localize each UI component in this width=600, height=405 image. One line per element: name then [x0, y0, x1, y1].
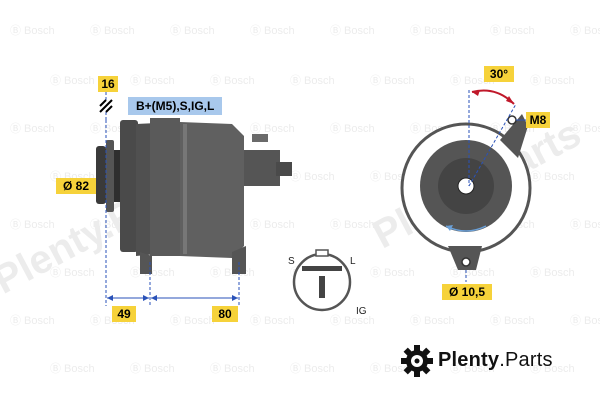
watermark-bosch: Ⓑ Bosch [570, 122, 600, 135]
watermark-bosch: Ⓑ Bosch [530, 362, 575, 375]
brand-name-rest: .Parts [499, 349, 553, 371]
terminal-l-label: L [350, 256, 356, 267]
watermark-bosch: Ⓑ Bosch [50, 74, 95, 87]
pin-ig [319, 276, 325, 298]
watermark-bosch: Ⓑ Bosch [490, 314, 535, 327]
watermark-bosch: Ⓑ Bosch [530, 74, 575, 87]
connector-pin-diagram [292, 249, 352, 312]
watermark-bosch: Ⓑ Bosch [170, 24, 215, 37]
watermark-bosch: Ⓑ Bosch [10, 122, 55, 135]
brand-name: Plenty.Parts [438, 349, 553, 372]
watermark-bosch: Ⓑ Bosch [370, 74, 415, 87]
dim-body-label: 80 [212, 306, 238, 322]
stator [150, 118, 180, 256]
pulley-diameter-label: Ø 82 [56, 178, 96, 194]
angle-line [468, 103, 517, 187]
watermark-bosch: Ⓑ Bosch [410, 314, 455, 327]
watermark-bosch: Ⓑ Bosch [250, 218, 295, 231]
watermark-bosch: Ⓑ Bosch [130, 362, 175, 375]
mount-thread-label: M8 [526, 112, 550, 128]
watermark-bosch: Ⓑ Bosch [370, 362, 415, 375]
pulley-front [96, 146, 106, 204]
mount-foot-front [140, 252, 152, 274]
angle-arrowhead [506, 96, 514, 104]
watermark-bosch: Ⓑ Bosch [290, 74, 335, 87]
terminal-block [244, 150, 280, 186]
pulley-groove [106, 140, 114, 212]
angle-arrowhead-start [472, 90, 480, 96]
hatch-icon [99, 99, 113, 113]
dimension-lines [105, 92, 240, 306]
watermark-bosch: Ⓑ Bosch [210, 362, 255, 375]
watermark-bosch: Ⓑ Bosch [330, 24, 375, 37]
watermark-bosch: Ⓑ Bosch [330, 218, 375, 231]
alternator-side-view [96, 118, 292, 274]
gear-icon [401, 345, 433, 377]
watermark-bosch: Ⓑ Bosch [250, 122, 295, 135]
watermark-bosch: Ⓑ Bosch [290, 362, 335, 375]
watermark-bosch: Ⓑ Bosch [330, 122, 375, 135]
dim-front-label: 49 [112, 306, 136, 322]
terminal-stud [252, 134, 268, 142]
hole-diameter-label: Ø 10,5 [442, 284, 492, 300]
terminal-plug [276, 162, 292, 176]
rear-housing [180, 122, 244, 258]
watermark-bosch: Ⓑ Bosch [570, 314, 600, 327]
watermark-bosch: Ⓑ Bosch [370, 266, 415, 279]
watermark-bosch: Ⓑ Bosch [490, 24, 535, 37]
pulley-hub [114, 150, 122, 202]
stator-ring [183, 124, 187, 254]
shaft-end [457, 177, 475, 195]
watermark-bosch: Ⓑ Bosch [290, 170, 335, 183]
watermark-bosch: Ⓑ Bosch [50, 266, 95, 279]
mount-foot-rear [232, 246, 246, 274]
angle-label: 30° [484, 66, 514, 82]
terminal-ig-label: IG [356, 306, 367, 317]
arrowhead [107, 295, 113, 301]
mount-hole-m8 [507, 115, 517, 125]
dimension-arrows [107, 295, 238, 301]
watermark-bosch: Ⓑ Bosch [410, 24, 455, 37]
alternator-rear-view [400, 89, 532, 282]
footer-brand[interactable]: Plenty.Parts [400, 344, 590, 378]
connector-key [315, 249, 329, 257]
watermark-bosch: Ⓑ Bosch [250, 24, 295, 37]
watermark-bosch: Ⓑ Bosch [10, 314, 55, 327]
watermark-bosch: Ⓑ Bosch [50, 362, 95, 375]
watermark-bosch: Ⓑ Bosch [450, 362, 495, 375]
connector-label: B+(M5),S,IG,L [128, 97, 223, 115]
arrowhead [143, 295, 149, 301]
watermark-bosch: Ⓑ Bosch [10, 24, 55, 37]
watermark-bosch: Ⓑ Bosch [90, 24, 135, 37]
mount-hole-bottom [461, 257, 471, 267]
arrowhead [232, 295, 238, 301]
watermark-bosch: Ⓑ Bosch [570, 24, 600, 37]
torque-tag: 16 [98, 76, 118, 92]
watermark-bosch: Ⓑ Bosch [130, 74, 175, 87]
arrowhead [151, 295, 157, 301]
watermark-bosch: Ⓑ Bosch [570, 218, 600, 231]
brand-name-bold: Plenty [438, 349, 500, 371]
pin-s-l [302, 266, 342, 271]
watermark-bosch: Ⓑ Bosch [450, 74, 495, 87]
watermark-bosch: Ⓑ Bosch [10, 218, 55, 231]
watermark-bosch: Ⓑ Bosch [530, 170, 575, 183]
rotation-arrowhead [446, 225, 453, 231]
watermark-bosch: Ⓑ Bosch [250, 314, 295, 327]
watermark-bosch: Ⓑ Bosch [130, 266, 175, 279]
mount-lug-top [500, 114, 528, 158]
watermark-bosch: Ⓑ Bosch [530, 266, 575, 279]
watermark-bosch: Ⓑ Bosch [330, 314, 375, 327]
watermark-bosch: Ⓑ Bosch [170, 314, 215, 327]
watermark-bosch: Ⓑ Bosch [210, 74, 255, 87]
terminal-s-label: S [288, 256, 295, 267]
fan [120, 120, 138, 252]
